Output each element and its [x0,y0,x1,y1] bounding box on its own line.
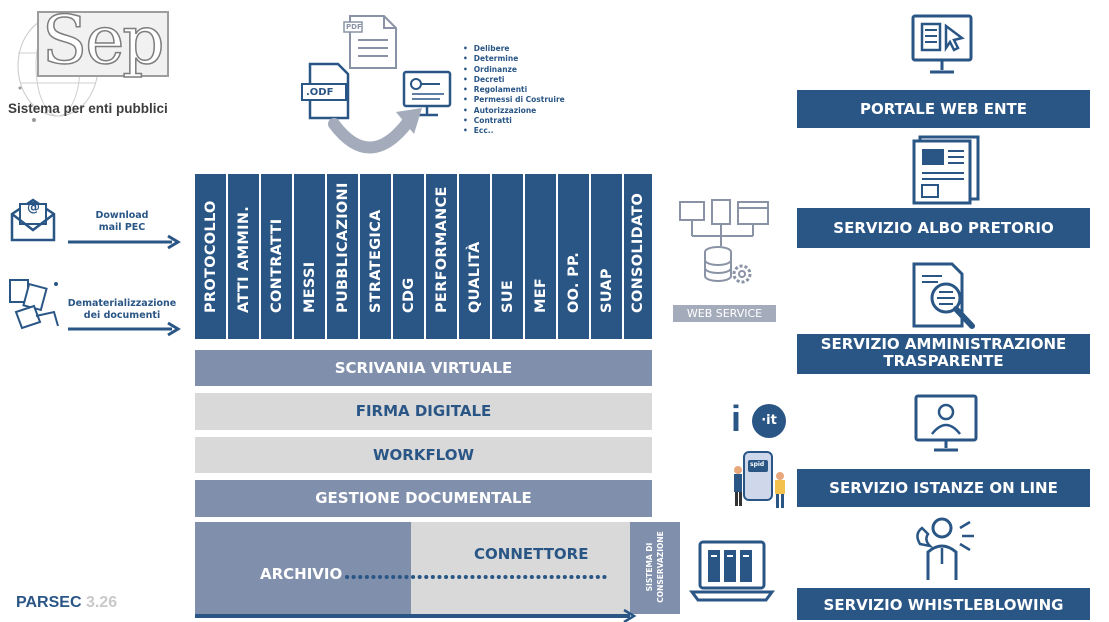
spid-label: spid [750,461,765,468]
service-label: SERVIZIO AMMINISTRAZIONE TRASPARENTE [820,335,1067,370]
brand-version: 3.26 [85,594,118,611]
document-types-list: Delibere Determine Ordinanze Decreti Reg… [463,44,565,137]
module-label: CONTRATTI [268,218,285,313]
module-label: SUAP [598,268,615,313]
service-whistleblowing: SERVIZIO WHISTLEBLOWING [797,588,1090,620]
list-item: Contratti [463,116,565,126]
module-atti-ammin: ATTI AMMIN. [228,174,259,339]
list-item: Determine [463,54,565,64]
band-label: SCRIVANIA VIRTUALE [334,359,513,377]
list-item: Regolamenti [463,85,565,95]
module-label: PUBBLICAZIONI [334,182,351,313]
io-badge-text: ·it [761,413,777,428]
module-label: MESSI [301,261,318,313]
firma-digitale-band: FIRMA DIGITALE [195,393,652,430]
mail-icon [10,198,56,242]
list-item: Decreti [463,75,565,85]
module-performance: PERFORMANCE [426,174,457,339]
arrow-right-icon [68,321,181,337]
module-consolidato: CONSOLIDATO [624,174,652,339]
spid-phone-illustration [734,451,785,508]
service-label: SERVIZIO ISTANZE ON LINE [829,479,1058,497]
service-istanze-on-line: SERVIZIO ISTANZE ON LINE [797,469,1090,507]
band-label: WORKFLOW [372,446,475,464]
list-item: Ecc.. [463,126,565,136]
io-app-letter: i [731,398,742,439]
module-label: OO. PP. [565,251,582,313]
module-sue: SUE [492,174,523,339]
service-portale-web-ente: PORTALE WEB ENTE [797,90,1090,128]
service-label: PORTALE WEB ENTE [859,100,1028,118]
scrivania-virtuale-band: SCRIVANIA VIRTUALE [195,350,652,386]
archivio-block [195,522,411,614]
brand-name: PARSEC [16,594,82,611]
arrow-right-icon [68,234,181,250]
module-label: MEF [532,277,549,313]
conservazione-label: SISTEMA DI CONSERVAZIONE [645,531,665,603]
module-suap: SUAP [591,174,622,339]
web-service-icon [679,199,769,284]
module-label: PERFORMANCE [433,186,450,313]
odf-label: .ODF [306,87,334,98]
bottom-blue-line [195,614,630,618]
online-user-monitor-icon [914,394,978,452]
service-label: SERVIZIO WHISTLEBLOWING [823,596,1064,614]
service-label: SERVIZIO ALBO PRETORIO [833,219,1054,237]
parsec-brand: PARSEC 3.26 [16,594,117,612]
list-item: Delibere [463,44,565,54]
band-label: GESTIONE DOCUMENTALE [315,489,532,507]
connettore-label: CONNETTORE [474,545,589,563]
pdf-label: PDF [346,23,362,31]
magnifier-document-icon [912,262,975,329]
documents-conversion-icon [301,15,452,154]
service-amministrazione-trasparente: SERVIZIO AMMINISTRAZIONE TRASPARENTE [797,334,1090,374]
portal-monitor-icon [911,14,973,74]
web-service-label: WEB SERVICE [673,305,776,322]
band-label: FIRMA DIGITALE [355,402,492,420]
module-label: ATTI AMMIN. [235,205,252,313]
module-label: QUALITÀ [466,241,483,313]
module-pubblicazioni: PUBBLICAZIONI [327,174,358,339]
list-item: Permessi di Costruire [463,95,565,105]
sep-logo: Sep Sistema per enti pubblici [6,1,181,128]
module-cdg: CDG [393,174,424,339]
module-label: SUE [499,279,516,313]
logo-subtitle: Sistema per enti pubblici [8,101,168,116]
module-label: PROTOCOLLO [202,200,219,313]
albo-board-icon [912,135,980,205]
logo-letters: Sep [41,1,165,80]
module-mef: MEF [525,174,556,339]
mail-pec-label: Download mail PEC [95,210,149,233]
io-app-badge: ·it [752,404,786,438]
module-protocollo: PROTOCOLLO [195,174,226,339]
archivio-label: ARCHIVIO [260,565,343,583]
globe-icon [17,11,169,122]
bottom-arrow-head [623,608,637,622]
connettore-block [411,522,630,614]
demat-label: Dematerializzazione dei documenti [67,298,177,321]
dotted-connector-line [345,575,613,579]
module-label: CONSOLIDATO [630,192,646,313]
conservazione-block [630,522,680,614]
module-messi: MESSI [294,174,325,339]
module-label: STRATEGICA [367,209,384,313]
module-label: CDG [400,277,417,313]
module-oo-pp: OO. PP. [558,174,589,339]
gestione-documentale-band: GESTIONE DOCUMENTALE [195,480,652,517]
service-albo-pretorio: SERVIZIO ALBO PRETORIO [797,208,1090,248]
list-item: Ordinanze [463,65,565,75]
workflow-band: WORKFLOW [195,437,652,473]
module-qualita: QUALITÀ [459,174,490,339]
at-sign: @ [27,200,40,215]
scan-documents-icon [9,279,59,330]
list-item: Autorizzazione [463,106,565,116]
whistleblower-icon [916,517,974,580]
laptop-archive-icon [689,540,775,602]
module-contratti: CONTRATTI [261,174,292,339]
module-strategica: STRATEGICA [360,174,391,339]
